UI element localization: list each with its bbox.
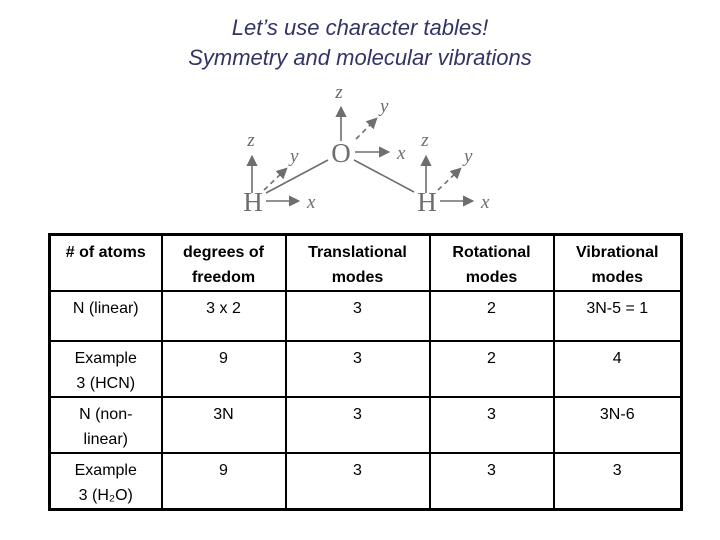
- table-cell: 3N-6: [552, 396, 683, 454]
- row-label-line1: Example: [74, 462, 137, 479]
- h-right-atom-label: H: [417, 187, 437, 217]
- row-label-line1: N (linear): [72, 300, 139, 317]
- row-label-line2: 3 (H₂O): [78, 487, 133, 504]
- table-cell: 9: [160, 340, 287, 398]
- table-header-row: # of atoms degrees of freedom Translatio…: [48, 233, 683, 292]
- row-label: Example 3 (HCN): [48, 340, 163, 398]
- table-row-example-hcn: Example 3 (HCN) 9 3 2 4: [48, 340, 683, 398]
- column-header-translational-modes: Translational modes: [284, 233, 431, 292]
- h-right-y-arrow: [437, 167, 462, 191]
- table-cell: 2: [428, 290, 555, 342]
- o-y-arrow: [355, 117, 378, 140]
- h-right-z-axis-label: z: [420, 130, 429, 151]
- column-header-rotational-modes: Rotational modes: [428, 233, 555, 292]
- h-right-y-axis-label: y: [462, 146, 473, 167]
- table-row-n-nonlinear: N (non- linear) 3N 3 3 3N-6: [48, 396, 683, 454]
- table-cell: 3: [284, 290, 431, 342]
- table-cell: 3: [428, 396, 555, 454]
- h-right-x-axis-label: x: [480, 192, 490, 213]
- bond-o-h-right: [353, 159, 415, 193]
- column-header-atoms: # of atoms: [48, 233, 163, 292]
- table-cell: 9: [160, 452, 287, 511]
- table-cell: 3: [284, 452, 431, 511]
- o-z-axis-label: z: [334, 82, 343, 103]
- table-cell: 3N: [160, 396, 287, 454]
- vibrational-modes-table: # of atoms degrees of freedom Translatio…: [48, 233, 683, 511]
- column-header-degrees-of-freedom: degrees of freedom: [160, 233, 287, 292]
- table-cell: 3: [284, 340, 431, 398]
- h-left-x-axis-label: x: [306, 192, 316, 213]
- row-label-line2: linear): [83, 431, 128, 448]
- row-label-line2: 3 (HCN): [76, 375, 136, 392]
- h-left-atom-label: H: [243, 187, 263, 217]
- o-atom-label: O: [331, 138, 351, 168]
- row-label: N (linear): [48, 290, 163, 342]
- column-header-vibrational-modes: Vibrational modes: [552, 233, 683, 292]
- o-x-axis-label: x: [396, 143, 406, 164]
- table-cell: 2: [428, 340, 555, 398]
- o-y-axis-label: y: [378, 96, 389, 117]
- table-row-n-linear: N (linear) 3 x 2 3 2 3N-5 = 1: [48, 290, 683, 342]
- table-cell: 3 x 2: [160, 290, 287, 342]
- table-cell: 3N-5 = 1: [552, 290, 683, 342]
- table-row-example-h2o: Example 3 (H₂O) 9 3 3 3: [48, 452, 683, 511]
- water-molecule-diagram: O z x y H z x y H z x y: [243, 82, 490, 217]
- h-left-y-axis-label: y: [288, 146, 299, 167]
- slide-title-line1: Let’s use character tables!: [231, 15, 489, 40]
- row-label-line1: Example: [74, 350, 137, 367]
- table-cell: 3: [428, 452, 555, 511]
- table-cell: 3: [552, 452, 683, 511]
- h-left-z-axis-label: z: [246, 130, 255, 151]
- row-label: Example 3 (H₂O): [48, 452, 163, 511]
- slide-title-line2: Symmetry and molecular vibrations: [188, 45, 532, 70]
- slide-title: Let’s use character tables! Symmetry and…: [0, 13, 720, 73]
- bond-o-h-left: [265, 159, 329, 194]
- table-cell: 3: [284, 396, 431, 454]
- row-label: N (non- linear): [48, 396, 163, 454]
- h-left-y-arrow: [263, 167, 288, 191]
- table-cell: 4: [552, 340, 683, 398]
- row-label-line1: N (non-: [79, 406, 133, 423]
